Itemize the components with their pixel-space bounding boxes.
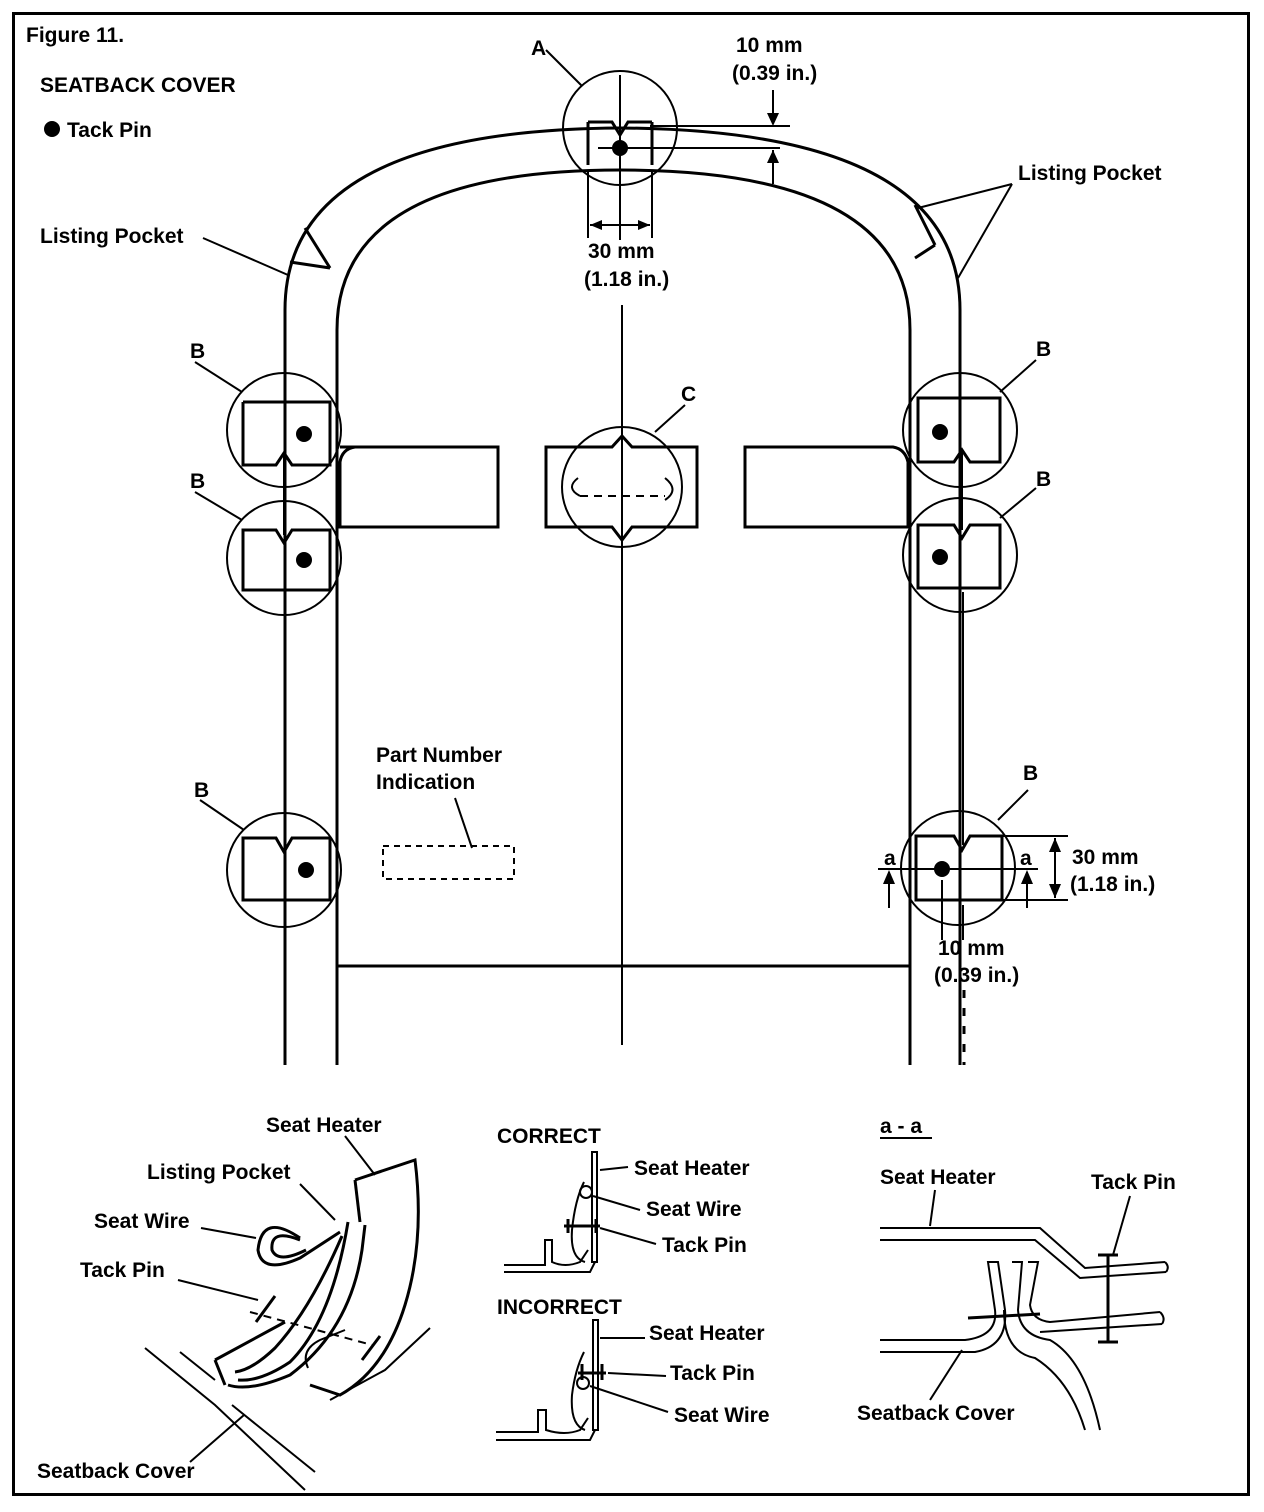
incorrect-seat-wire-label: Seat Wire [674, 1404, 770, 1427]
listing-pocket-right-label: Listing Pocket [1018, 162, 1162, 185]
detail-b-left-2 [194, 455, 342, 616]
section-mark-right: a [1020, 847, 1032, 870]
left-seatback-cover-label: Seatback Cover [37, 1460, 195, 1483]
detail-b-right-2 [902, 452, 1037, 613]
pocket-bar-right [743, 445, 910, 529]
b-height-in: (1.18 in.) [1070, 873, 1155, 896]
incorrect-title: INCORRECT [497, 1296, 622, 1319]
aa-seat-heater-label: Seat Heater [880, 1166, 996, 1189]
detail-b-label-6: B [1023, 762, 1038, 785]
b-height-mm: 30 mm [1072, 846, 1139, 869]
left-seat-heater-label: Seat Heater [266, 1114, 382, 1137]
left-seat-wire-label: Seat Wire [94, 1210, 190, 1233]
detail-b-label-4: B [1036, 338, 1051, 361]
part-number-label-1: Part Number [376, 744, 502, 767]
tack-pin-legend-label: Tack Pin [67, 119, 152, 142]
detail-b-left-1 [194, 361, 342, 488]
section-mark-left: a [884, 847, 896, 870]
correct-drawing [504, 1151, 657, 1273]
top-width-mm: 30 mm [588, 240, 655, 263]
left-tack-pin-label: Tack Pin [80, 1259, 165, 1282]
pocket-bar-left [338, 445, 500, 529]
tack-pin-legend-dot [44, 121, 60, 137]
detail-c-label: C [681, 383, 696, 406]
section-aa-title: a - a [880, 1115, 922, 1138]
detail-b-left-3 [199, 595, 342, 928]
incorrect-drawing [496, 1319, 669, 1441]
figure-frame [12, 12, 1250, 1496]
aa-tack-pin-label: Tack Pin [1091, 1171, 1176, 1194]
listing-pocket-left-label: Listing Pocket [40, 225, 184, 248]
top-width-in: (1.18 in.) [584, 268, 669, 291]
part-number-label-2: Indication [376, 771, 475, 794]
top-gap-in: (0.39 in.) [732, 62, 817, 85]
correct-tack-pin-label: Tack Pin [662, 1234, 747, 1257]
detail-b-label-2: B [190, 470, 205, 493]
b-gap-mm: 10 mm [938, 937, 1005, 960]
detail-c [544, 404, 699, 548]
part-number-leader [454, 797, 473, 849]
correct-seat-heater-label: Seat Heater [634, 1157, 750, 1180]
b-gap-in: (0.39 in.) [934, 964, 1019, 987]
pocket-detail-drawing [144, 1135, 431, 1491]
listing-pocket-right-leader-1 [917, 183, 1013, 209]
incorrect-seat-heater-label: Seat Heater [649, 1322, 765, 1345]
aa-seatback-cover-label: Seatback Cover [857, 1402, 1015, 1425]
incorrect-tack-pin-label: Tack Pin [670, 1362, 755, 1385]
part-number-box [382, 845, 515, 880]
detail-b-right-1 [902, 359, 1037, 488]
detail-b-label-3: B [194, 779, 209, 802]
listing-pocket-right-leader-2 [957, 183, 1013, 279]
top-gap-mm: 10 mm [736, 34, 803, 57]
correct-seat-wire-label: Seat Wire [646, 1198, 742, 1221]
section-aa-drawing [880, 1137, 1169, 1431]
detail-b-label-5: B [1036, 468, 1051, 491]
figure-number: Figure 11. [26, 24, 124, 47]
listing-pocket-left-leader [202, 237, 289, 276]
detail-a [545, 49, 790, 238]
figure-title: SEATBACK COVER [40, 74, 236, 97]
correct-title: CORRECT [497, 1125, 601, 1148]
left-listing-pocket-label: Listing Pocket [147, 1161, 291, 1184]
detail-b-right-3 [878, 592, 1068, 940]
detail-a-label: A [531, 37, 546, 60]
detail-b-label-1: B [190, 340, 205, 363]
